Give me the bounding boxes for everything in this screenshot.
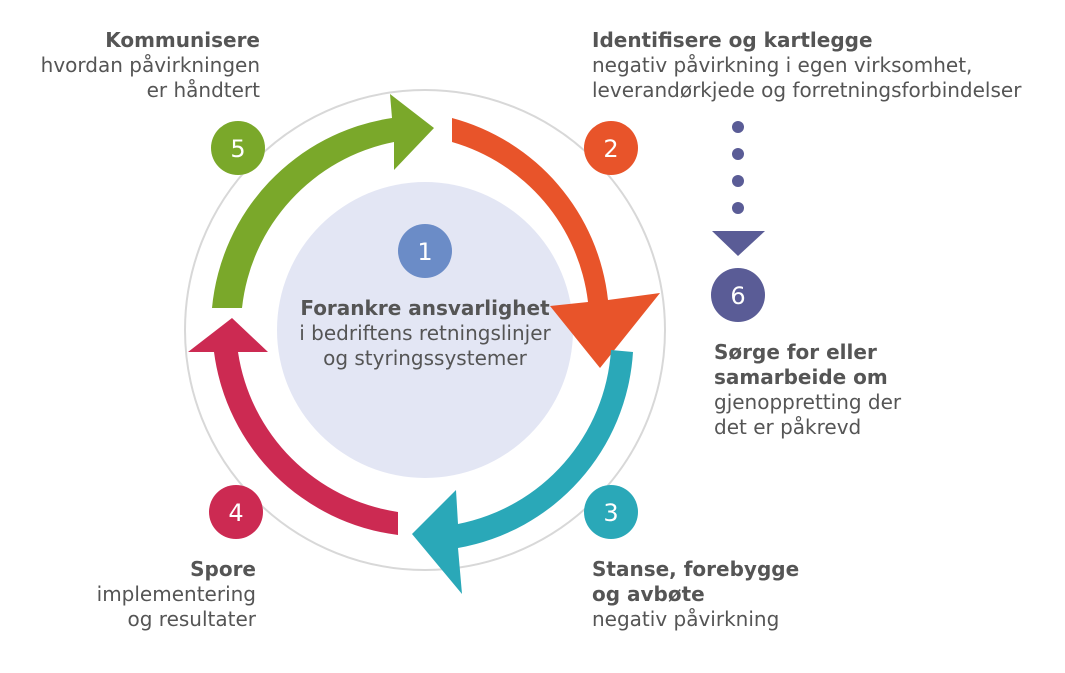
center-line-2: og styringssystemer <box>323 346 527 370</box>
center-text: Forankre ansvarlighet i bedriftens retni… <box>275 296 575 371</box>
outer-ring <box>184 89 666 571</box>
badge-step-5-number: 5 <box>230 135 245 163</box>
step-2-heading: Identifisere og kartlegge <box>592 28 873 52</box>
step-2-line-1: negativ påvirkning i egen virksomhet, <box>592 53 973 77</box>
arrow-step-2 <box>452 118 660 368</box>
connector-dot <box>732 202 744 214</box>
step-3-heading-1: Stanse, forebygge <box>592 557 800 581</box>
center-circle <box>277 182 573 478</box>
step-6-heading-1: Sørge for eller <box>714 340 877 364</box>
step-3-heading-2: og avbøte <box>592 582 705 606</box>
step-2-line-2: leverandørkjede og forretningsforbindels… <box>592 78 1022 102</box>
connector-dot <box>732 175 744 187</box>
connector-arrowhead <box>712 231 765 256</box>
badge-step-5 <box>211 121 265 175</box>
badge-step-6 <box>711 268 765 322</box>
badge-step-4-number: 4 <box>228 499 243 527</box>
step-5-heading: Kommunisere <box>105 28 260 52</box>
step-6-heading-2: samarbeide om <box>714 365 888 389</box>
step-3-line-1: negativ påvirkning <box>592 607 780 631</box>
step-4-line-2: og resultater <box>127 607 257 631</box>
badge-step-3 <box>584 485 638 539</box>
badge-step-1 <box>398 224 452 278</box>
center-heading: Forankre ansvarlighet <box>300 296 550 320</box>
step-2-text: Identifisere og kartlegge negativ påvirk… <box>592 28 1052 103</box>
badge-step-2 <box>584 121 638 175</box>
arrow-step-3 <box>412 350 633 594</box>
connector-dot <box>732 121 744 133</box>
step-4-text: Spore implementering og resultater <box>20 557 256 632</box>
connector-dot <box>732 148 744 160</box>
step-6-line-2: det er påkrevd <box>714 415 862 439</box>
center-line-1: i bedriftens retningslinjer <box>299 321 551 345</box>
step-5-text: Kommunisere hvordan påvirkningen er hånd… <box>10 28 260 103</box>
step-5-line-2: er håndtert <box>146 78 260 102</box>
step-3-text: Stanse, forebygge og avbøte negativ påvi… <box>592 557 852 632</box>
badge-step-3-number: 3 <box>603 499 618 527</box>
arrow-step-4 <box>188 318 398 535</box>
badge-step-6-number: 6 <box>730 282 745 310</box>
step-6-line-1: gjenoppretting der <box>714 390 902 414</box>
badge-step-2-number: 2 <box>603 135 618 163</box>
step-4-line-1: implementering <box>96 582 256 606</box>
step-5-line-1: hvordan påvirkningen <box>40 53 260 77</box>
step-6-text: Sørge for eller samarbeide om gjenoppret… <box>714 340 1014 440</box>
badge-step-4 <box>209 485 263 539</box>
badge-step-1-number: 1 <box>417 238 432 266</box>
arrow-step-5 <box>212 94 434 308</box>
step-4-heading: Spore <box>190 557 256 581</box>
